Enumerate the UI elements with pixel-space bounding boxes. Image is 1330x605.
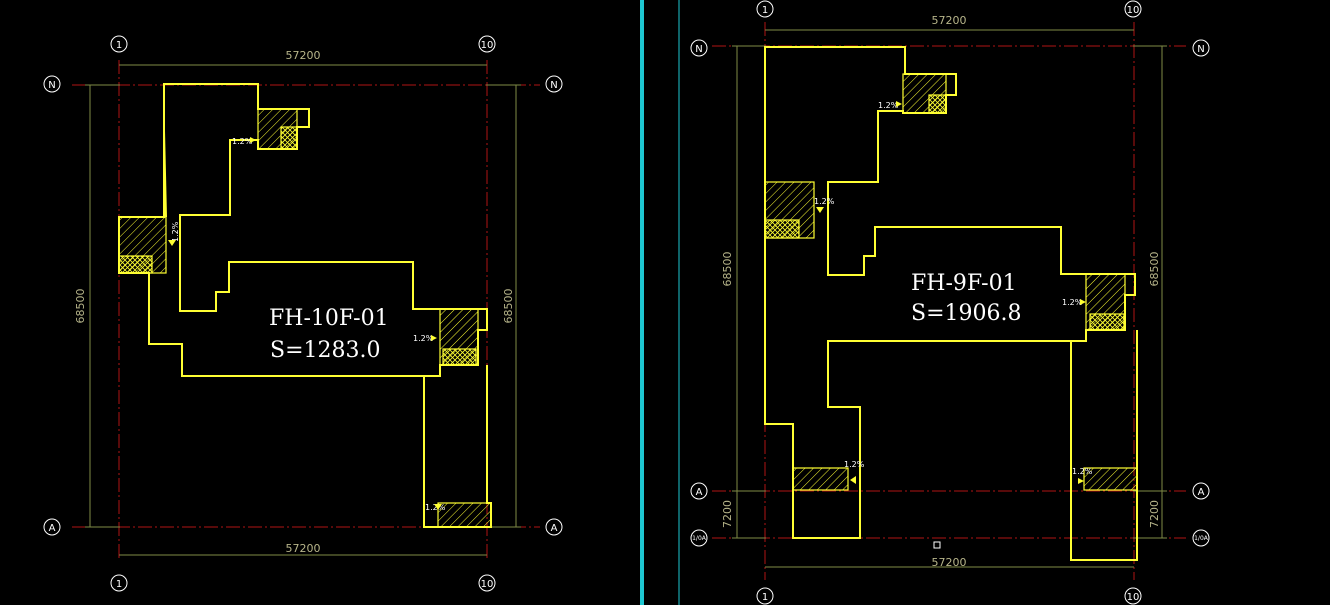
svg-text:1: 1 bbox=[116, 40, 122, 51]
svg-text:1/0A: 1/0A bbox=[1194, 535, 1209, 542]
dim-top-label: 57200 bbox=[286, 49, 321, 62]
svg-text:10: 10 bbox=[481, 40, 494, 51]
left-slope-tag-4: 1.2% bbox=[425, 503, 446, 512]
axis-bubble-n-right: N bbox=[1192, 39, 1210, 57]
svg-text:A: A bbox=[551, 523, 558, 534]
right-slope-tag-3: 1.2% bbox=[1062, 298, 1086, 307]
svg-text:1.2%: 1.2% bbox=[1062, 298, 1083, 307]
left-slope-tag-3: 1.2% bbox=[413, 334, 437, 343]
dim-bottom-label: 57200 bbox=[286, 542, 321, 555]
svg-text:N: N bbox=[695, 44, 702, 55]
svg-text:1: 1 bbox=[116, 579, 122, 590]
axis-bubble-n-right: N bbox=[545, 75, 563, 93]
axis-bubble-top-10: 10 bbox=[1124, 0, 1142, 18]
left-shaft-3 bbox=[439, 308, 479, 366]
axis-bubble-bottom-1: 1 bbox=[110, 574, 128, 592]
axis-bubble-top-1: 1 bbox=[110, 35, 128, 53]
right-roof-outline-lower bbox=[1070, 330, 1138, 561]
left-slope-tag-1: 1.2% bbox=[232, 137, 256, 146]
left-zone-title: FH-10F-01 bbox=[269, 306, 389, 331]
cursor-pickbox-icon bbox=[933, 541, 941, 549]
svg-text:A: A bbox=[1198, 487, 1205, 498]
svg-text:10: 10 bbox=[1127, 592, 1140, 603]
axis-bubble-a-right: A bbox=[1192, 482, 1210, 500]
left-zone-area: S=1283.0 bbox=[270, 338, 380, 363]
dim-right-label: 68500 bbox=[1148, 252, 1161, 287]
left-shaft-1 bbox=[257, 108, 298, 150]
left-floor-plan: 57200 57200 68500 68500 1 10 1 10 N N bbox=[43, 35, 563, 592]
svg-text:1.2%: 1.2% bbox=[171, 221, 180, 242]
dim-top-label: 57200 bbox=[932, 14, 967, 27]
svg-text:1: 1 bbox=[762, 592, 768, 603]
axis-bubble-top-10: 10 bbox=[478, 35, 496, 53]
svg-text:10: 10 bbox=[1127, 5, 1140, 16]
left-shaft-2 bbox=[118, 216, 167, 274]
axis-bubble-1-0a-right: 1/0A bbox=[1192, 529, 1210, 547]
right-zone-title: FH-9F-01 bbox=[911, 271, 1017, 296]
axis-bubble-a-right: A bbox=[545, 518, 563, 536]
right-slope-tag-5: 1.2% bbox=[1072, 467, 1093, 484]
dim-right-label: 68500 bbox=[502, 289, 515, 324]
right-shaft-1 bbox=[902, 73, 947, 114]
svg-text:10: 10 bbox=[481, 579, 494, 590]
svg-text:1.2%: 1.2% bbox=[878, 101, 899, 110]
right-floor-plan: 57200 57200 68500 68500 7200 7200 1 10 1… bbox=[690, 0, 1210, 605]
right-slope-tag-4: 1.2% bbox=[844, 460, 865, 484]
axis-bubble-a-left: A bbox=[690, 482, 708, 500]
dim-right-small-label: 7200 bbox=[1148, 500, 1161, 528]
axis-bubble-top-1: 1 bbox=[756, 0, 774, 18]
right-shaft-3 bbox=[1085, 273, 1126, 331]
axis-bubble-a-left: A bbox=[43, 518, 61, 536]
dim-left-label: 68500 bbox=[721, 252, 734, 287]
svg-text:1.2%: 1.2% bbox=[1072, 467, 1093, 476]
axis-bubble-n-left: N bbox=[690, 39, 708, 57]
svg-text:1.2%: 1.2% bbox=[844, 460, 865, 469]
dim-left-small-label: 7200 bbox=[721, 500, 734, 528]
svg-text:1.2%: 1.2% bbox=[814, 197, 835, 206]
dim-left-label: 68500 bbox=[74, 289, 87, 324]
svg-text:1: 1 bbox=[762, 5, 768, 16]
axis-bubble-bottom-10: 10 bbox=[1124, 587, 1142, 605]
left-slope-tag-2: 1.2% bbox=[168, 221, 180, 246]
right-shaft-5 bbox=[1083, 467, 1138, 491]
svg-text:1.2%: 1.2% bbox=[232, 137, 253, 146]
viewport-divider[interactable] bbox=[640, 0, 644, 605]
axis-bubble-bottom-1: 1 bbox=[756, 587, 774, 605]
svg-text:1.2%: 1.2% bbox=[413, 334, 434, 343]
axis-bubble-bottom-10: 10 bbox=[478, 574, 496, 592]
dim-bottom-label: 57200 bbox=[932, 556, 967, 569]
axis-bubble-1-0a-left: 1/0A bbox=[690, 529, 708, 547]
right-slope-tag-1: 1.2% bbox=[878, 101, 902, 110]
svg-text:1.2%: 1.2% bbox=[425, 503, 446, 512]
right-slope-tag-2: 1.2% bbox=[814, 197, 835, 213]
svg-text:A: A bbox=[49, 523, 56, 534]
left-shaft-4 bbox=[437, 502, 492, 528]
right-shaft-4 bbox=[792, 467, 849, 491]
svg-text:1/0A: 1/0A bbox=[692, 535, 707, 542]
right-shaft-2 bbox=[764, 181, 815, 239]
axis-bubble-n-left: N bbox=[43, 75, 61, 93]
right-zone-area: S=1906.8 bbox=[911, 301, 1021, 326]
svg-text:N: N bbox=[1197, 44, 1204, 55]
svg-text:N: N bbox=[48, 80, 55, 91]
svg-text:A: A bbox=[696, 487, 703, 498]
svg-text:N: N bbox=[550, 80, 557, 91]
